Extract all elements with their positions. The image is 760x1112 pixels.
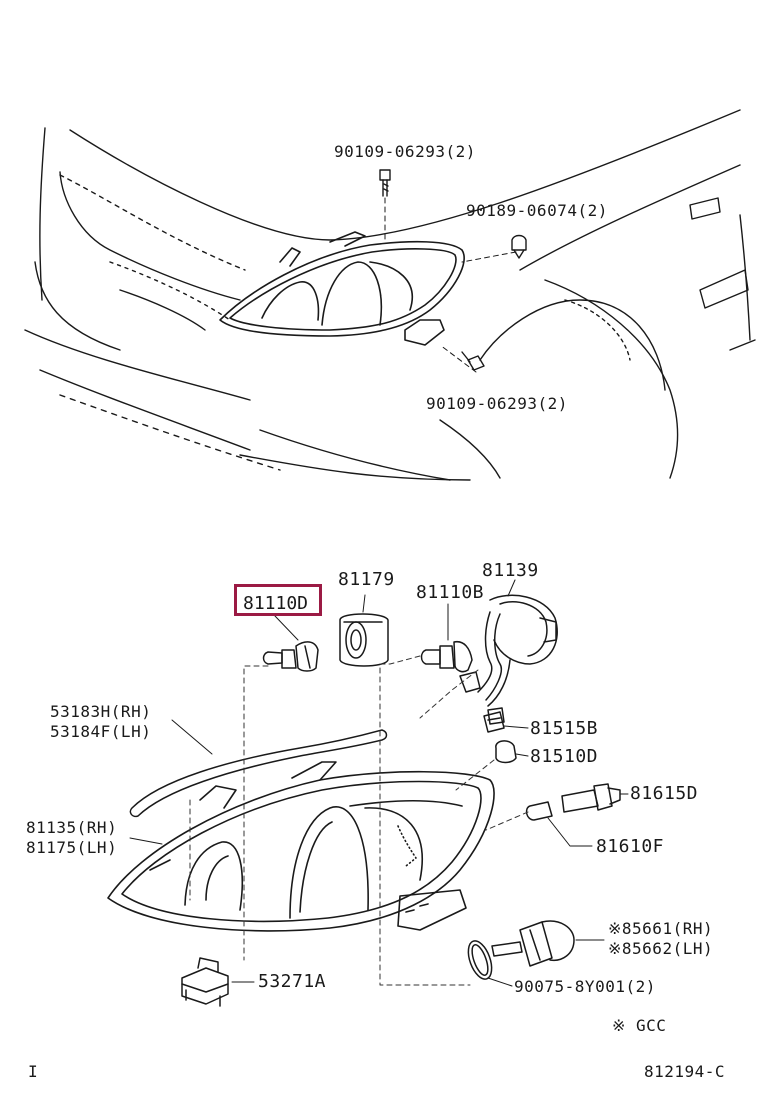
label-81139: 81139: [482, 560, 539, 581]
socket-cover-81139: [459, 594, 558, 725]
highlight-box-81110d[interactable]: 81110D: [234, 584, 322, 616]
hid-bulb-85661: [491, 920, 575, 967]
label-81610f: 81610F: [596, 836, 665, 857]
label-81110b: 81110B: [416, 582, 485, 603]
leader-81135: [129, 837, 163, 845]
assembly-guide-lines: [189, 655, 529, 986]
label-81175: 81175(LH): [26, 838, 118, 857]
footnote-gcc: ※ GCC: [612, 1016, 667, 1035]
label-53184f: 53184F(LH): [50, 722, 152, 741]
leader-53183h: [171, 719, 213, 755]
shade-81179: [339, 613, 389, 667]
label-81515b: 81515B: [530, 718, 599, 739]
label-bolt-upper: 90109-06293(2): [334, 142, 476, 161]
strip-53183h: [129, 729, 388, 818]
left-mark: I: [28, 1062, 39, 1081]
retainer-53271a: [181, 957, 229, 1007]
leader-81110d: [274, 615, 299, 641]
upper-leader-lines: [384, 197, 517, 373]
label-90075: 90075-8Y001(2): [514, 977, 656, 996]
bulb-81110d: [262, 641, 319, 672]
headlamp-unit-81135: [107, 761, 495, 932]
leader-81139: [507, 579, 516, 597]
label-81179: 81179: [338, 569, 395, 590]
label-85661: ※85661(RH): [608, 919, 714, 938]
label-81110d[interactable]: 81110D: [243, 593, 309, 614]
bulb-81110b: [420, 640, 473, 673]
label-bolt-lower: 90109-06293(2): [426, 394, 568, 413]
leader-81610f: [547, 817, 593, 847]
upper-fasteners: [379, 169, 527, 371]
leader-81179: [362, 594, 366, 613]
label-53271a: 53271A: [258, 971, 327, 992]
label-85662: ※85662(LH): [608, 939, 714, 958]
label-81615d: 81615D: [630, 783, 699, 804]
leader-81510d: [515, 753, 529, 757]
o-ring-90075: [467, 940, 493, 980]
diagram-id: 812194-C: [644, 1062, 726, 1081]
bulb-81510d: [495, 740, 517, 764]
leader-90075: [487, 977, 513, 987]
label-81135: 81135(RH): [26, 818, 118, 837]
label-53183h: 53183H(RH): [50, 702, 152, 721]
socket-81615d: [561, 783, 621, 813]
car-body-outline: [24, 109, 756, 481]
bulb-81610f: [525, 801, 553, 821]
headlamp-installed: [219, 231, 465, 346]
label-81510d: 81510D: [530, 746, 599, 767]
socket-81515b: [483, 711, 505, 733]
label-clip: 90189-06074(2): [466, 201, 608, 220]
leader-81515b: [503, 725, 529, 729]
